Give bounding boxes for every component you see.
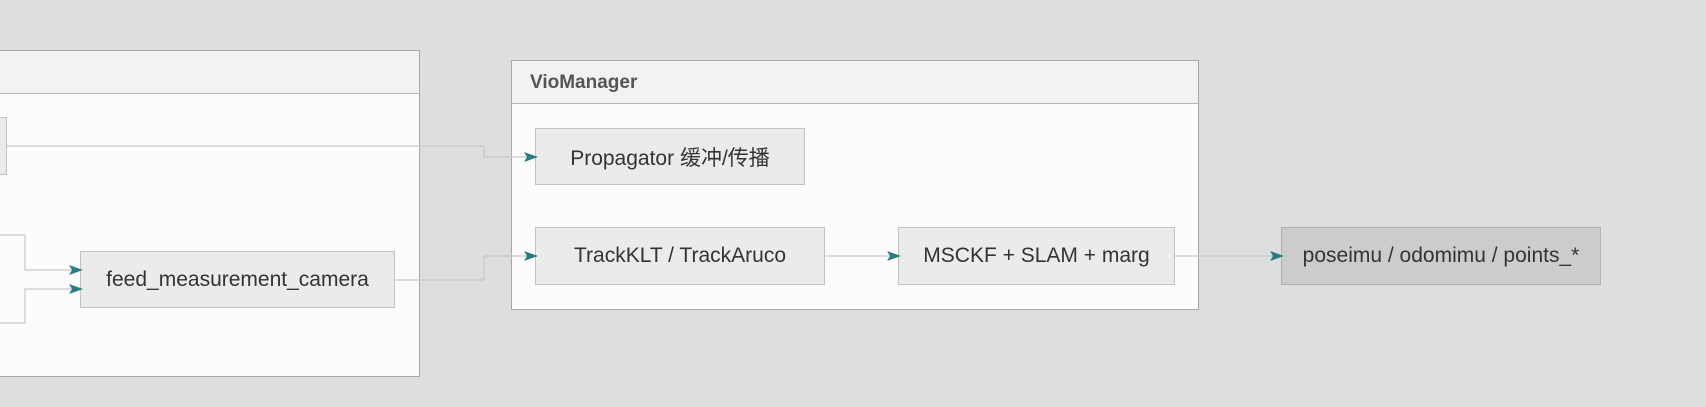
propagator-node: Propagator 缓冲/传播 <box>535 128 805 185</box>
imu-callback-node-partial <box>0 117 7 175</box>
ros-interface-cluster <box>0 50 420 377</box>
edge-imu-to-propagator <box>7 145 538 162</box>
edge-feed-camera-to-tracker <box>395 251 538 281</box>
edge-image-right-to-feed-camera <box>0 284 83 324</box>
tracker-node: TrackKLT / TrackAruco <box>535 227 825 285</box>
vio-manager-cluster-title: VioManager <box>530 72 638 93</box>
edge-image-left-to-feed-camera <box>0 234 83 275</box>
ros-interface-cluster-header <box>0 51 419 94</box>
estimator-node: MSCKF + SLAM + marg <box>898 227 1175 285</box>
outputs-node: poseimu / odomimu / points_* <box>1281 227 1601 285</box>
feed-measurement-camera-node: feed_measurement_camera <box>80 251 395 308</box>
vio-manager-cluster-header: VioManager <box>512 61 1198 104</box>
